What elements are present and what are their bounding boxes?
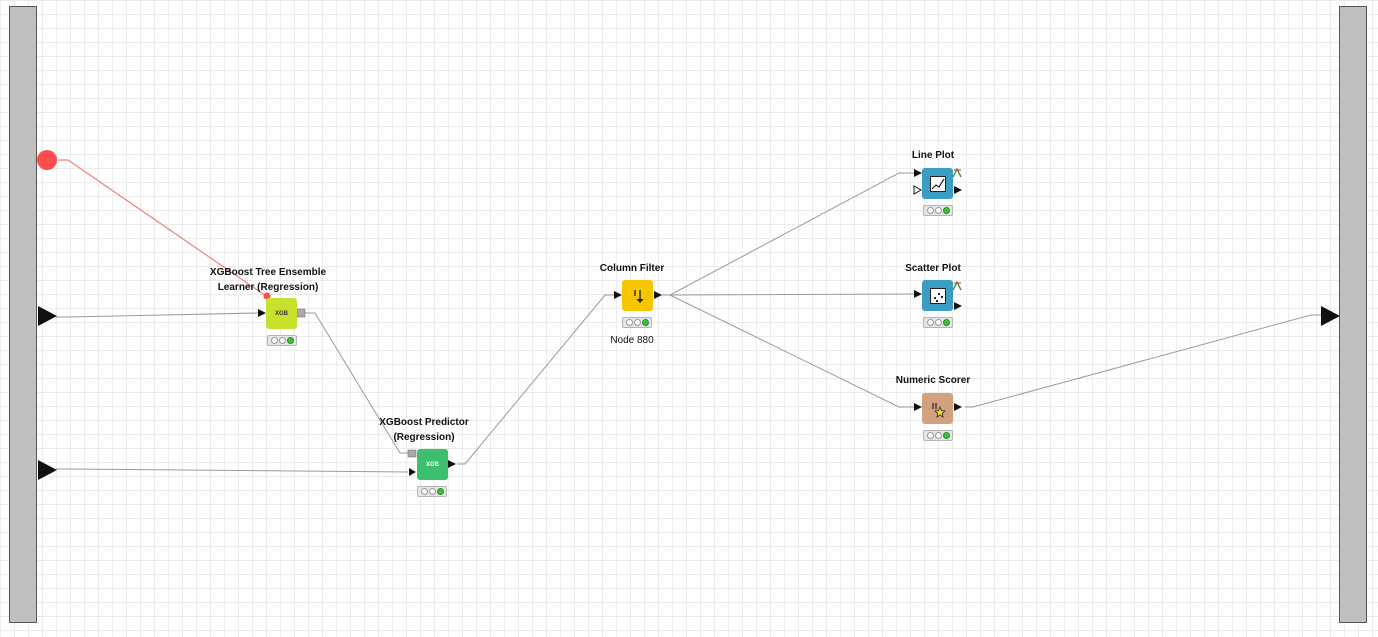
connection-predictor-to-filter xyxy=(457,294,614,465)
node-id-label: Node 880 xyxy=(610,335,654,346)
node-label-column-filter: Column Filter xyxy=(599,263,665,274)
connection-learner-to-predictor xyxy=(305,312,408,454)
node-status-line-plot xyxy=(923,205,953,216)
data-input-port-2 xyxy=(38,460,57,480)
connection-filter-to-scatter xyxy=(662,293,915,296)
scatter-chart-icon[interactable] xyxy=(922,280,953,311)
node-status-column-filter xyxy=(622,317,652,328)
node-label-xgboost-predictor: XGBoost Predictor (Regression) xyxy=(379,417,469,443)
node-label-numeric-scorer: Numeric Scorer xyxy=(895,375,971,386)
connection-filter-to-lineplot xyxy=(662,172,914,296)
line-chart-icon[interactable] xyxy=(922,168,953,199)
view-icon-scatter-plot xyxy=(952,281,962,291)
connection-scorer-to-output xyxy=(965,314,1321,408)
connection-input-to-learner xyxy=(56,312,259,318)
node-label-scatter-plot: Scatter Plot xyxy=(905,263,961,274)
xgboost-predictor-icon[interactable]: XGB xyxy=(417,449,448,480)
connection-filter-to-scorer xyxy=(662,294,914,408)
node-status-numeric-scorer xyxy=(923,430,953,441)
data-input-port-1 xyxy=(38,306,57,326)
node-label-xgboost-learner: XGBoost Tree Ensemble Learner (Regressio… xyxy=(209,267,327,293)
connection-input-to-predictor xyxy=(56,468,409,473)
column-filter-icon[interactable] xyxy=(622,280,653,311)
node-status-scatter-plot xyxy=(923,317,953,328)
input-port-bar xyxy=(9,6,37,623)
flow-variable-input-port xyxy=(37,150,57,170)
data-output-port xyxy=(1321,306,1340,326)
flow-variable-connection xyxy=(58,159,267,297)
xgboost-learner-icon[interactable]: XGB xyxy=(266,298,297,329)
view-icon-line-plot xyxy=(952,168,962,178)
node-status-xgboost-learner xyxy=(267,335,297,346)
scorer-icon[interactable] xyxy=(922,393,953,424)
node-status-xgboost-predictor xyxy=(417,486,447,497)
output-port-bar xyxy=(1339,6,1367,623)
node-label-line-plot: Line Plot xyxy=(911,150,955,161)
